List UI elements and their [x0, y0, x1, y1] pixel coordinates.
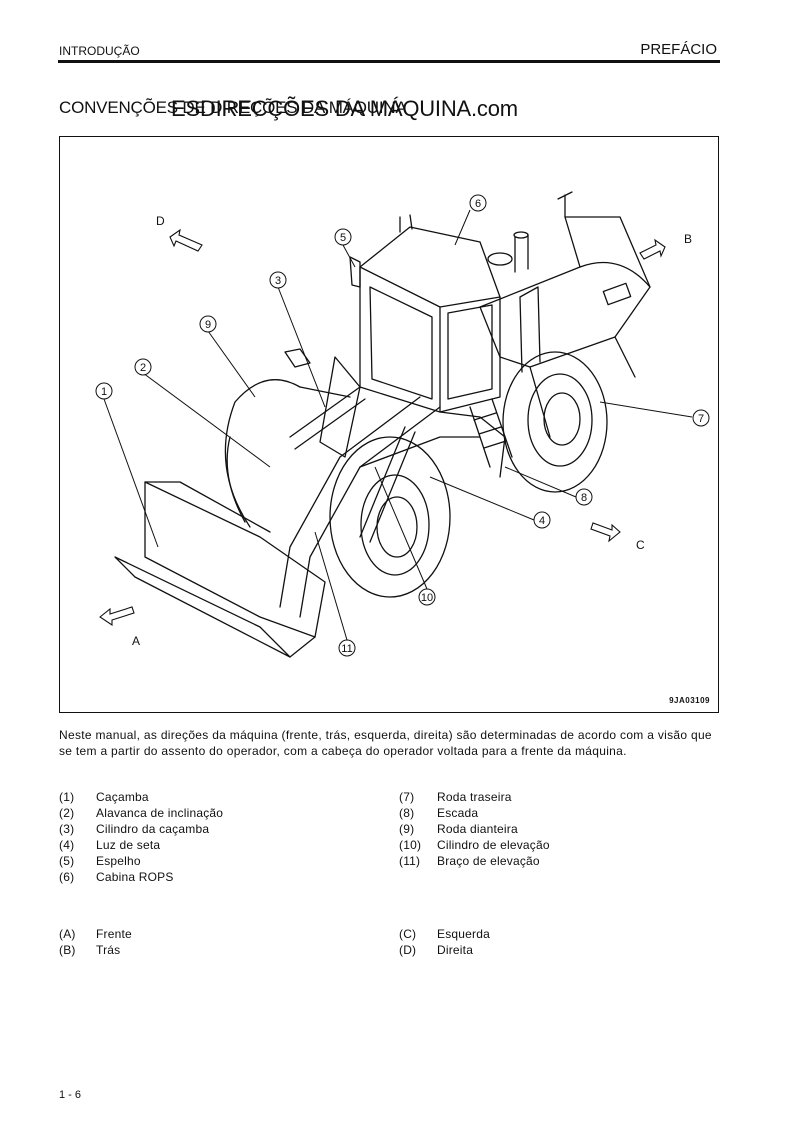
figure-code: 9JA03109	[669, 696, 710, 705]
svg-text:8: 8	[581, 492, 587, 504]
svg-text:5: 5	[340, 232, 346, 244]
parts-list-left: (1)Caçamba (2)Alavanca de inclinação (3)…	[59, 789, 223, 885]
direction-arrow-b	[639, 238, 666, 260]
list-item: (A)Frente	[59, 927, 132, 941]
callout-10: 10	[374, 466, 436, 606]
header-section: INTRODUÇÃO	[59, 44, 140, 58]
rops-cab	[359, 226, 501, 413]
direction-label-b: B	[684, 232, 692, 246]
list-item: (11)Braço de elevação	[399, 854, 540, 868]
list-item: (D)Direita	[399, 943, 474, 957]
svg-text:7: 7	[698, 413, 704, 425]
callout-2: 2	[134, 358, 271, 468]
bucket	[144, 481, 326, 638]
list-item: (7)Roda traseira	[399, 790, 512, 804]
intro-paragraph: Neste manual, as direções da máquina (fr…	[59, 728, 712, 758]
direction-label-c: C	[636, 538, 645, 552]
callout-11: 11	[314, 531, 356, 657]
direction-arrow-a	[99, 606, 135, 627]
list-item: (1)Caçamba	[59, 790, 149, 804]
lift-arm	[299, 406, 441, 618]
parts-list-right: (7)Roda traseira (8)Escada (9)Roda diant…	[399, 789, 550, 869]
bucket-cylinder	[289, 386, 366, 450]
header-chapter: PREFÁCIO	[640, 41, 717, 58]
direction-label-a: A	[132, 634, 140, 648]
callout-4: 4	[429, 476, 551, 529]
list-item: (3)Cilindro da caçamba	[59, 822, 210, 836]
list-item: (2)Alavanca de inclinação	[59, 806, 224, 820]
svg-text:6: 6	[475, 198, 481, 210]
loader-figure: 1 2 3 4 5	[59, 136, 719, 713]
list-item: (5)Espelho	[59, 854, 141, 868]
list-item: (10)Cilindro de elevação	[399, 838, 550, 852]
callout-5: 5	[334, 228, 356, 268]
callout-1: 1	[95, 382, 159, 548]
front-wheel	[329, 436, 451, 598]
ladder	[469, 398, 513, 468]
list-item: (9)Roda dianteira	[399, 822, 518, 836]
svg-text:1: 1	[101, 386, 107, 398]
direction-arrow-c	[590, 522, 621, 543]
svg-text:3: 3	[275, 275, 281, 287]
wheel-loader-illustration: 1 2 3 4 5	[95, 191, 710, 658]
page-number: 1 - 6	[59, 1089, 82, 1101]
callout-8: 8	[504, 466, 593, 506]
list-item: (4)Luz de seta	[59, 838, 161, 852]
svg-text:11: 11	[341, 643, 352, 655]
svg-text:9: 9	[205, 319, 211, 331]
list-item: (8)Escada	[399, 806, 479, 820]
list-item: (B)Trás	[59, 943, 121, 957]
svg-text:4: 4	[539, 515, 545, 527]
svg-text:10: 10	[421, 592, 433, 604]
directions-list-right: (C)Esquerda (D)Direita	[399, 926, 490, 958]
list-item: (C)Esquerda	[399, 927, 490, 941]
direction-label-d: D	[156, 214, 165, 228]
page-title: CONVENÇÕES DE DIREÇÕES DA MÁQUINA ESDIRE…	[59, 96, 518, 121]
rear-wheel	[502, 351, 608, 493]
callout-9: 9	[199, 315, 256, 398]
lift-cylinder	[359, 426, 416, 543]
direction-arrow-d	[169, 228, 203, 252]
svg-text:2: 2	[140, 362, 146, 374]
title-main: CONVENÇÕES DE DIREÇÕES DA MÁQUINA	[59, 98, 407, 117]
rear-body	[479, 261, 651, 368]
title-overlay: ESDIRECÇÕES DA MÁQUINA.com	[171, 96, 518, 121]
callout-7: 7	[599, 401, 710, 427]
directions-list-left: (A)Frente (B)Trás	[59, 926, 132, 958]
callout-3: 3	[269, 271, 326, 408]
list-item: (6)Cabina ROPS	[59, 870, 174, 884]
callout-6: 6	[454, 194, 487, 246]
header-rule	[58, 60, 720, 63]
